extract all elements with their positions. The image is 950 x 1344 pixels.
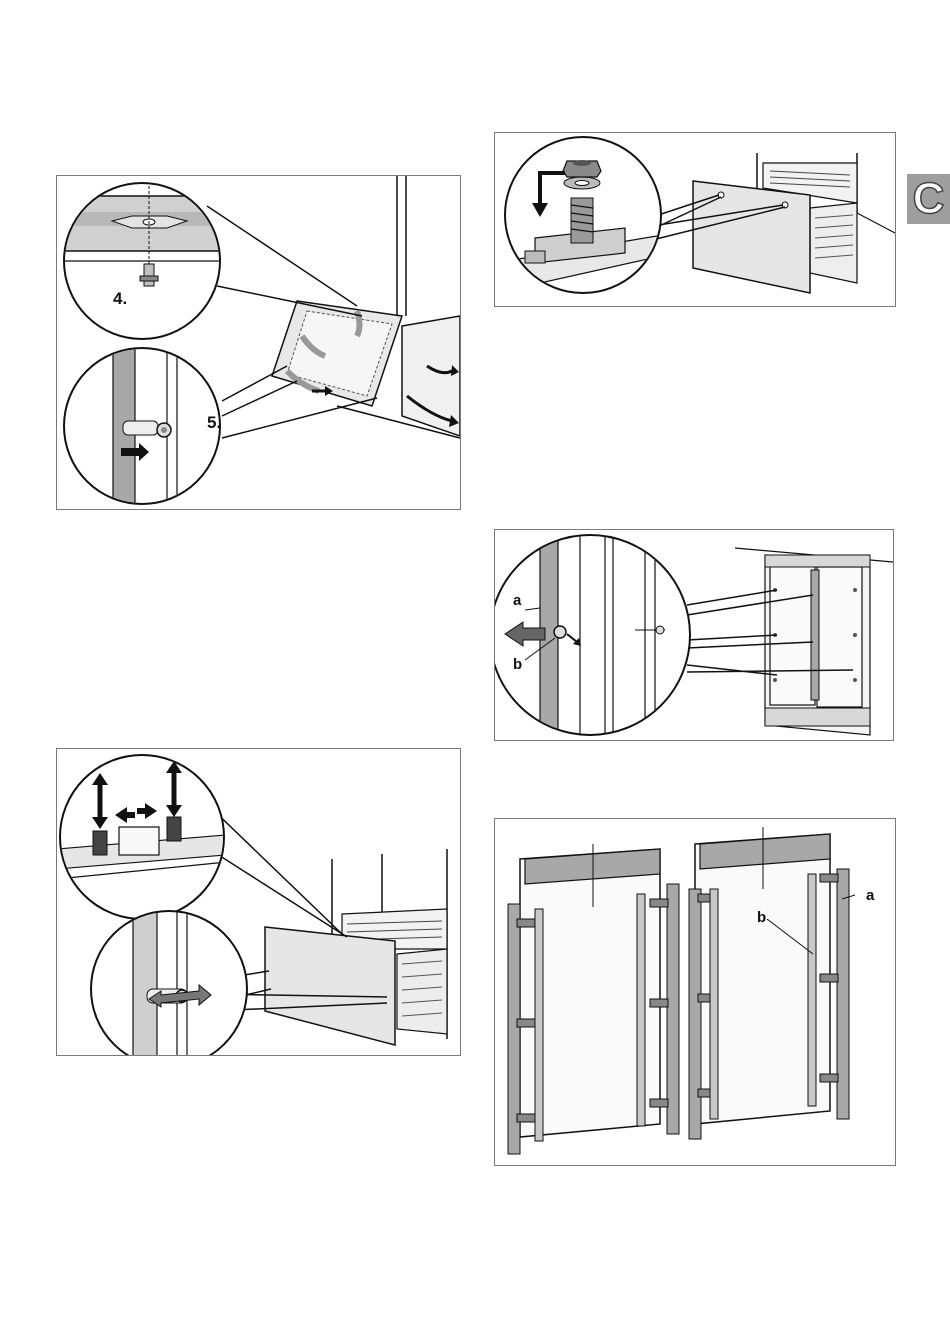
section-tab-letter: C <box>907 174 950 224</box>
label-a: a <box>513 593 521 608</box>
door-panels-illustration <box>495 819 895 1165</box>
label-b: b <box>757 910 766 925</box>
figure-nut-washer-detail <box>494 132 896 307</box>
nut-washer-illustration <box>495 133 895 306</box>
figure-door-adjustment <box>56 748 461 1056</box>
figure-bracket-removal: a b <box>494 529 894 741</box>
section-tab: C <box>907 174 950 224</box>
step-5-label: 5. <box>207 414 221 431</box>
label-a: a <box>866 888 874 903</box>
figure-door-mounting-steps: 4. 5. <box>56 175 461 510</box>
label-b: b <box>513 657 522 672</box>
door-adjustment-illustration <box>57 749 460 1055</box>
door-mounting-illustration <box>57 176 460 509</box>
figure-door-panels-rails: a b <box>494 818 896 1166</box>
bracket-removal-illustration <box>495 530 893 740</box>
step-4-label: 4. <box>113 290 127 307</box>
